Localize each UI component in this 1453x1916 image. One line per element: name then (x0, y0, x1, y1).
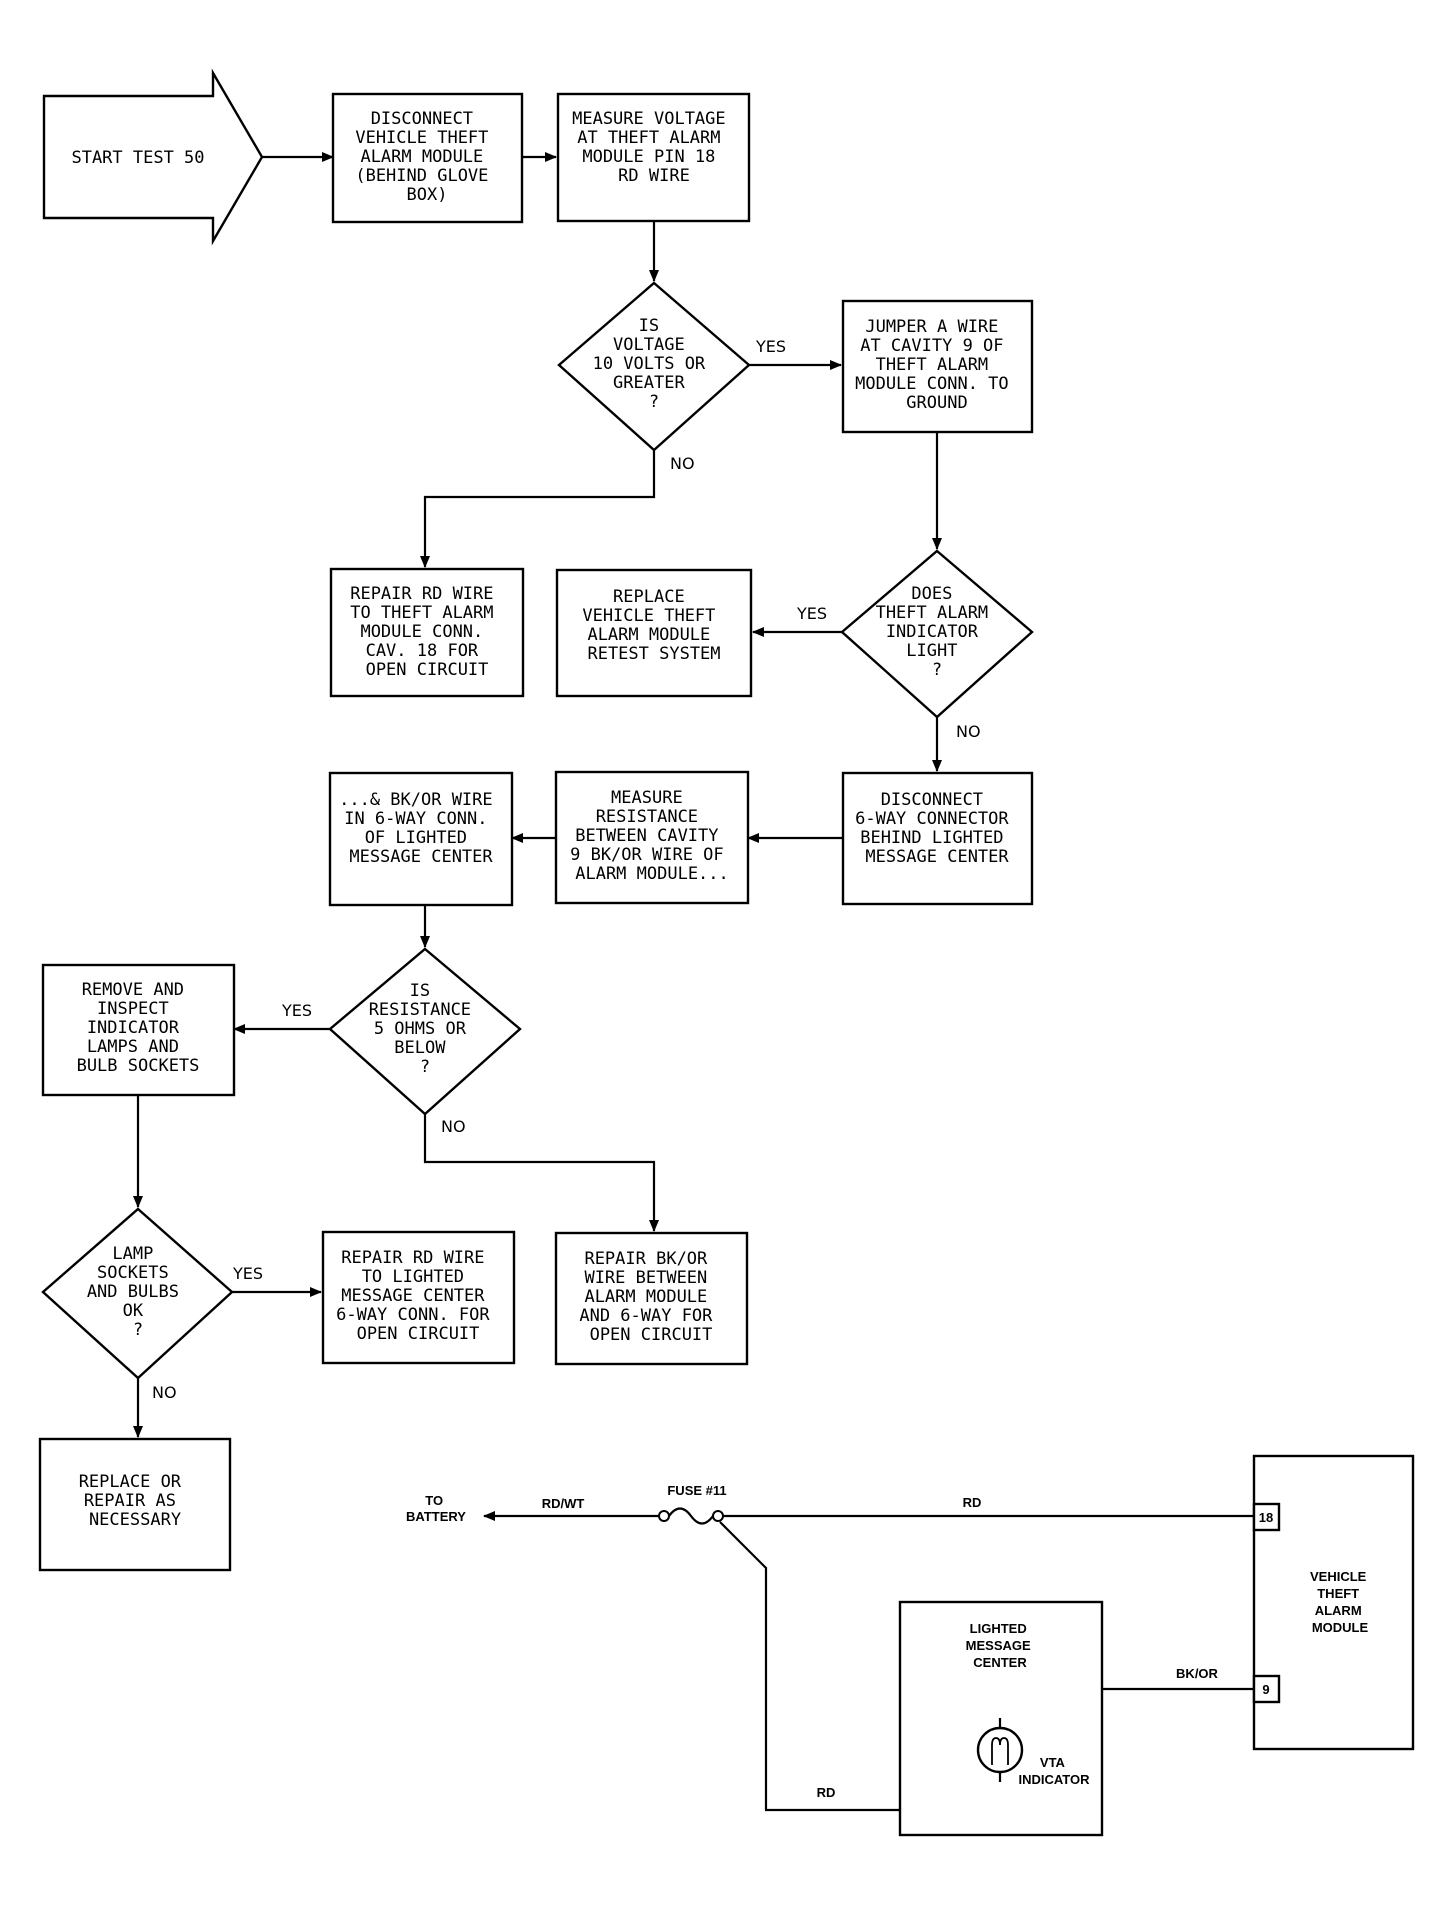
fuse-element-icon (668, 1507, 714, 1525)
bk-or-wire-box (328, 771, 514, 907)
lamp-sockets-text: LAMP SOCKETS AND BULBS OK ? (87, 1244, 189, 1340)
to-battery-label: TO BATTERY (406, 1493, 466, 1524)
repair-bk-or-text: REPAIR BK/OR WIRE BETWEEN ALARM MODULE A… (579, 1249, 722, 1345)
pin-18-box (1252, 1502, 1281, 1532)
vehicle-theft-alarm-module-box (1252, 1454, 1415, 1751)
repair-rd-wire-text: REPAIR RD WIRE TO THEFT ALARM MODULE CON… (350, 584, 504, 680)
no-label-resistance: NO (441, 1117, 466, 1136)
is-voltage-diamond (557, 281, 751, 452)
yes-label-light: YES (796, 604, 827, 623)
does-light-text: DOES THEFT ALARM INDICATOR LIGHT ? (876, 584, 999, 680)
remove-inspect-text: REMOVE AND INSPECT INDICATOR LAMPS AND B… (77, 980, 200, 1076)
measure-voltage-box (556, 92, 751, 223)
flow-shapes (38, 68, 1034, 1572)
flow-connectors (133, 152, 942, 1438)
no-label-light: NO (956, 722, 981, 741)
yes-label-lamp: YES (232, 1264, 263, 1283)
fuse-terminal-right (712, 1510, 724, 1522)
replace-module-box (555, 568, 753, 698)
rd-label-top: RD (963, 1495, 982, 1510)
flow-text: START TEST 50 DISCONNECT VEHICLE THEFT A… (71, 109, 1019, 1530)
wiring-schematic: TO BATTERY RD/WT FUSE #11 RD BK/OR RD 18… (406, 1454, 1415, 1837)
no-label-lamp: NO (152, 1383, 177, 1402)
vta-indicator-label: VTA INDICATOR (1018, 1755, 1090, 1787)
repair-bk-or-box (554, 1231, 749, 1366)
lighted-center-label: LIGHTED MESSAGE CENTER (966, 1621, 1035, 1670)
replace-module-text: REPLACE VEHICLE THEFT ALARM MODULE RETES… (582, 587, 725, 664)
measure-voltage-text: MEASURE VOLTAGE AT THEFT ALARM MODULE PI… (572, 109, 736, 186)
measure-resistance-box (554, 770, 750, 905)
module-label: VEHICLE THEFT ALARM MODULE (1310, 1569, 1370, 1635)
connector-voltage-no (420, 450, 656, 568)
rd-label-bottom: RD (817, 1785, 836, 1800)
remove-inspect-box (41, 963, 236, 1097)
jumper-wire-text: JUMPER A WIRE AT CAVITY 9 OF THEFT ALARM… (855, 317, 1019, 413)
repair-rd-wire-box (329, 567, 525, 698)
repair-rd-lighted-text: REPAIR RD WIRE TO LIGHTED MESSAGE CENTER… (336, 1248, 500, 1344)
disconnect-6way-text: DISCONNECT 6-WAY CONNECTOR BEHIND LIGHTE… (855, 790, 1019, 867)
measure-resistance-text: MEASURE RESISTANCE BETWEEN CAVITY 9 BK/O… (570, 788, 734, 884)
is-resistance-diamond (328, 947, 522, 1116)
lamp-sockets-diamond (41, 1207, 234, 1380)
disconnect-module-box (331, 92, 524, 224)
pin-9-label: 9 (1262, 1682, 1269, 1697)
yes-label-voltage: YES (755, 337, 786, 356)
bk-or-wire-text: ...& BK/OR WIRE IN 6-WAY CONN. OF LIGHTE… (339, 790, 503, 867)
rd-wt-label: RD/WT (542, 1496, 585, 1511)
yes-label-resistance: YES (281, 1001, 312, 1020)
bk-or-label: BK/OR (1176, 1666, 1219, 1681)
start-label: START TEST 50 (71, 148, 204, 168)
no-label-voltage: NO (670, 454, 695, 473)
vta-indicator-lamp-icon (976, 1726, 1024, 1774)
jumper-wire-box (841, 299, 1034, 434)
start-arrow-shape (42, 68, 264, 246)
does-light-diamond (840, 549, 1034, 719)
fuse-label: FUSE #11 (667, 1483, 726, 1498)
repair-rd-lighted-box (321, 1230, 516, 1365)
replace-repair-box (38, 1437, 232, 1572)
pin-9-box (1252, 1674, 1281, 1704)
disconnect-6way-box (841, 771, 1034, 906)
pin-18-label: 18 (1259, 1510, 1273, 1525)
fuse-terminal-left (658, 1510, 670, 1522)
replace-repair-text: REPLACE OR REPAIR AS NECESSARY (79, 1472, 192, 1530)
disconnect-module-text: DISCONNECT VEHICLE THEFT ALARM MODULE (B… (355, 109, 498, 205)
is-resistance-text: IS RESISTANCE 5 OHMS OR BELOW ? (369, 981, 482, 1077)
connector-isres-no (423, 1114, 659, 1232)
lamp-filament-icon (991, 1737, 1009, 1765)
is-voltage-text: IS VOLTAGE 10 VOLTS OR GREATER ? (593, 316, 716, 412)
